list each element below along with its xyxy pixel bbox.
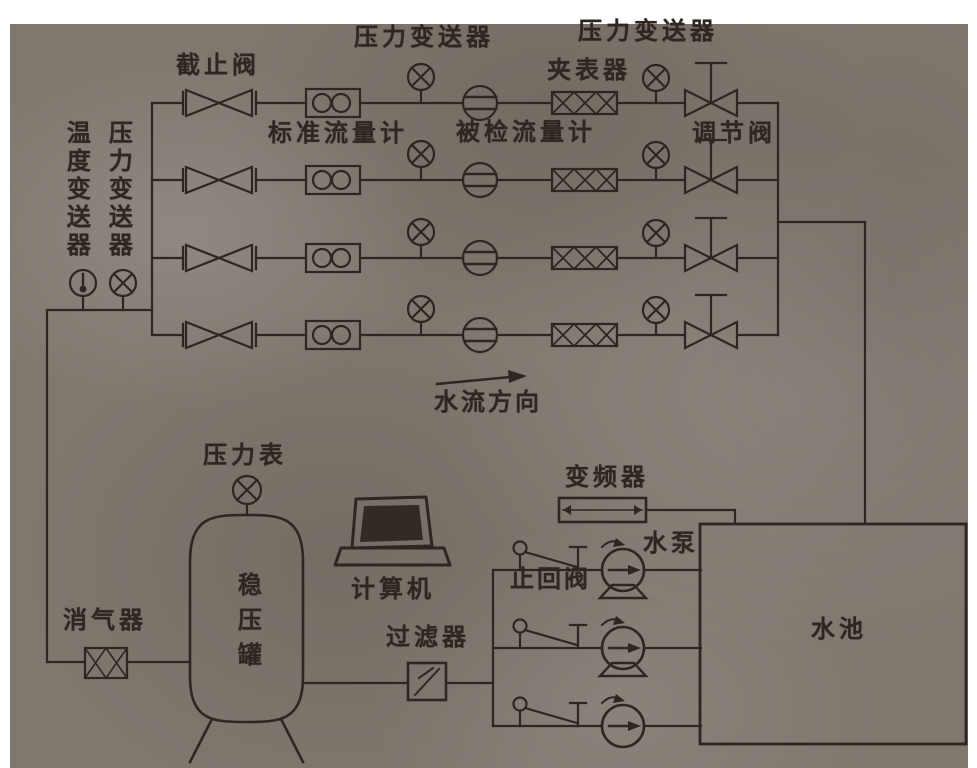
water-pump-icon-2 [597, 616, 649, 678]
check-valve-icon-2 [512, 618, 588, 650]
label-water-pump: 水泵 [643, 531, 699, 557]
label-clamp-fixture: 夹表器 [547, 58, 631, 84]
clamp-fixture-icon [550, 90, 619, 116]
regulating-valve-icon [683, 293, 739, 350]
pressure-transmitter-icon [406, 294, 436, 337]
label-flow-direction: 水流方向 [434, 390, 542, 416]
surge-tank-icon [188, 513, 305, 764]
label-shutoff-valve: 截止阀 [176, 53, 260, 79]
label-frequency-converter: 变频器 [565, 465, 649, 491]
label-filter: 过滤器 [386, 625, 470, 651]
tested-flowmeter-icon [461, 316, 499, 354]
tested-flowmeter-icon [461, 84, 499, 122]
water-pool-icon [698, 522, 968, 746]
label-tested-flowmeter: 被检流量计 [456, 120, 596, 146]
water-pump-icon-1 [597, 538, 649, 600]
pressure-transmitter-icon [406, 62, 436, 105]
computer-icon [333, 495, 452, 567]
standard-flowmeter-icon [304, 319, 362, 351]
label-computer: 计算机 [351, 577, 435, 603]
pressure-gauge-icon [231, 474, 263, 506]
shutoff-valve-icon [181, 243, 258, 273]
standard-flowmeter-icon [304, 164, 362, 196]
pressure-transmitter-icon [641, 140, 671, 182]
pressure-transmitter-icon [641, 295, 671, 337]
clamp-fixture-icon [550, 167, 619, 193]
pressure-transmitter-icon [108, 268, 138, 312]
pressure-transmitter-icon [641, 218, 671, 260]
standard-flowmeter-icon [304, 242, 362, 274]
pressure-transmitter-icon [406, 217, 436, 260]
tested-flowmeter-icon [461, 161, 499, 199]
water-pump-icon-3 [600, 694, 646, 749]
air-eliminator-icon [83, 646, 129, 680]
pressure-transmitter-icon [641, 63, 671, 105]
regulating-valve-icon [683, 216, 739, 273]
check-valve-icon-3 [512, 696, 588, 728]
scan-background [10, 24, 968, 768]
test-line-2 [150, 138, 780, 199]
regulating-valve-icon [683, 138, 739, 195]
pipe-network [45, 101, 867, 728]
label-pressure-transmitter-left: 压力变送器 [104, 120, 131, 260]
flow-direction-arrow [435, 370, 527, 386]
label-pressure-transmitter-a: 压力变送器 [354, 25, 494, 51]
label-air-eliminator: 消气器 [63, 608, 147, 634]
check-valve-icon-1 [512, 540, 588, 572]
label-surge-tank: 稳压罐 [233, 572, 260, 677]
tested-flowmeter-icon [461, 239, 499, 277]
test-line-1 [150, 61, 780, 122]
frequency-converter-icon [557, 496, 648, 524]
temperature-transmitter-icon [68, 268, 98, 312]
label-water-pool: 水池 [811, 617, 867, 643]
label-pressure-gauge: 压力表 [203, 443, 287, 469]
pressure-transmitter-icon [406, 139, 436, 182]
shutoff-valve-icon [181, 88, 258, 118]
shutoff-valve-icon [181, 165, 258, 195]
clamp-fixture-icon [550, 245, 619, 271]
test-line-4 [150, 293, 780, 354]
label-regulating-valve: 调节阀 [692, 121, 776, 147]
test-line-3 [150, 216, 780, 277]
clamp-fixture-icon [550, 322, 619, 348]
label-pressure-transmitter-b: 压力变送器 [578, 19, 718, 45]
label-standard-flowmeter: 标准流量计 [268, 121, 408, 147]
label-temperature-transmitter: 温度变送器 [62, 120, 89, 260]
filter-icon [406, 661, 448, 702]
shutoff-valve-icon [181, 320, 258, 350]
label-check-valve: 止回阀 [510, 567, 591, 593]
regulating-valve-icon [683, 61, 739, 118]
standard-flowmeter-icon [304, 87, 362, 119]
